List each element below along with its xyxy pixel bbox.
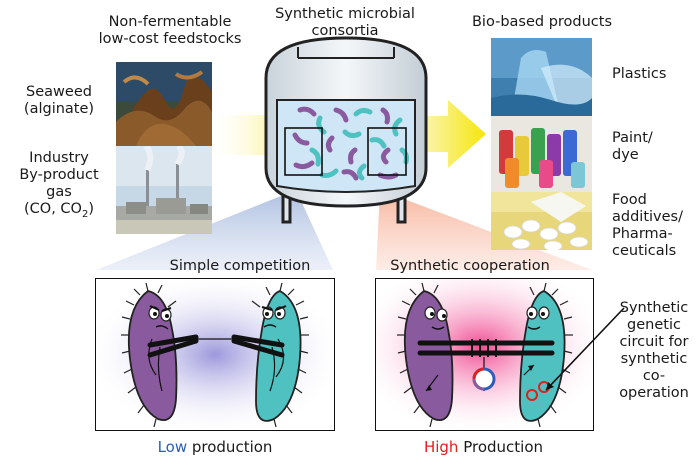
high-production-caption: High Production [375, 438, 592, 456]
high-rest: Production [458, 438, 544, 456]
circuit-pointer [545, 307, 625, 391]
feedstocks-title: Non-fermentable low-cost feedstocks [98, 14, 242, 47]
products-title: Bio-based products [471, 14, 613, 30]
industry-gas-label: Industry By-product gas (CO, CO2) [19, 150, 99, 220]
tank-highlight-right [367, 127, 407, 176]
seaweed-photo [116, 62, 212, 146]
input-arrow [205, 115, 280, 155]
tank-highlight-left [284, 127, 323, 176]
pharma-photo [491, 192, 592, 250]
food-pharma-label: Food additives/ Pharma- ceuticals [612, 192, 683, 259]
low-word: Low [157, 438, 188, 456]
competition-panel [95, 278, 335, 431]
output-arrow [418, 100, 486, 168]
circuit-label: Synthetic genetic circuit for synthetic … [619, 300, 689, 401]
paint-photo [491, 116, 592, 192]
synthetic-cooperation-label: Synthetic cooperation [390, 258, 550, 274]
simple-competition-label: Simple competition [169, 258, 311, 274]
seaweed-label: Seaweed (alginate) [23, 84, 95, 117]
competition-illustration [96, 279, 334, 430]
plastics-photo [491, 38, 592, 116]
tug-of-war [147, 334, 285, 392]
competition-cone [96, 190, 333, 270]
cooperation-link [417, 339, 555, 391]
high-word: High [423, 438, 459, 456]
teal-microbe-coop [519, 282, 573, 428]
cooperation-illustration [376, 279, 593, 430]
consortia-title: Synthetic microbial consortia [275, 6, 415, 39]
plasmid-icon [472, 367, 496, 391]
low-rest: production [187, 438, 273, 456]
cooperation-cone [376, 190, 592, 270]
industry-photo [116, 146, 212, 234]
plastics-label: Plastics [612, 66, 667, 82]
cooperation-panel [375, 278, 594, 431]
paint-label: Paint/ dye [612, 130, 653, 163]
low-production-caption: Low production [95, 438, 335, 456]
